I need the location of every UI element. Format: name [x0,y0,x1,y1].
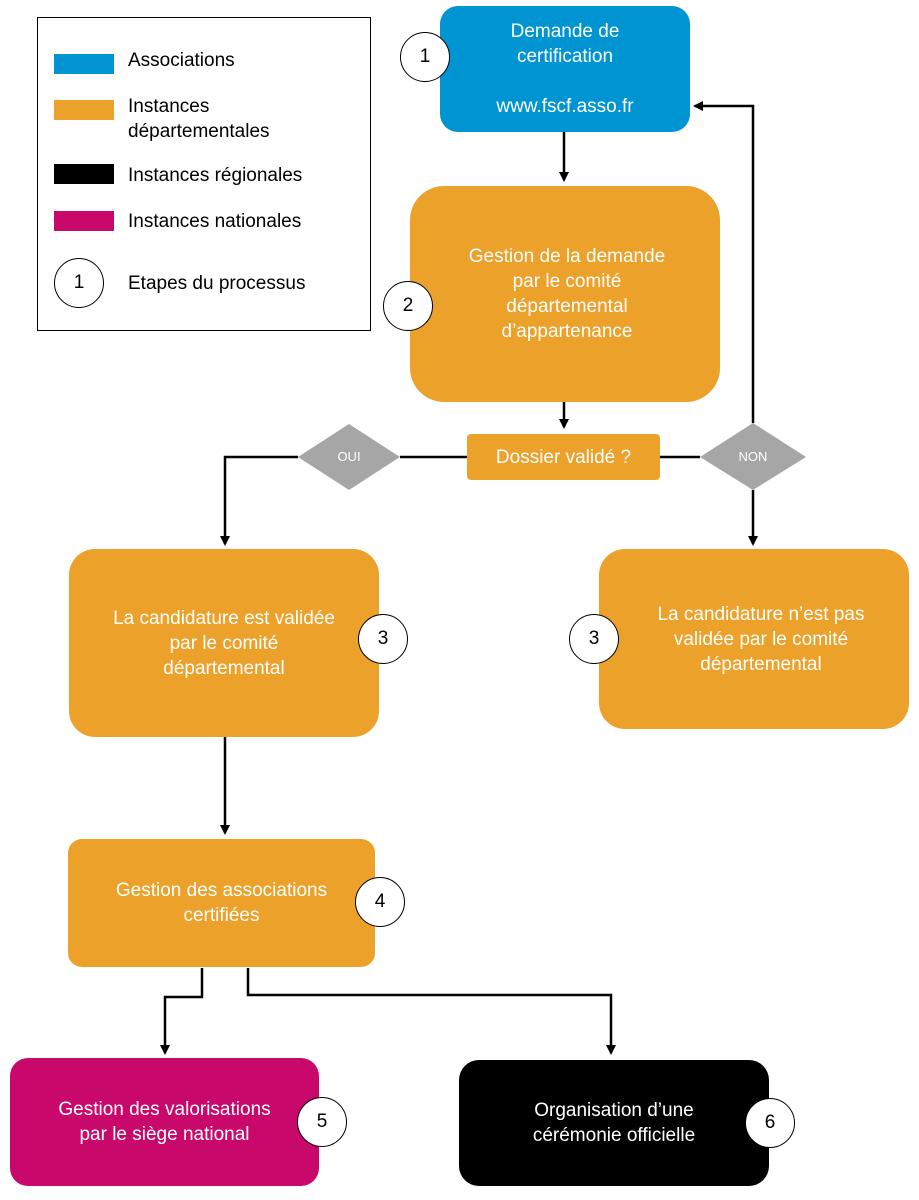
node-demande-text: Demande de certification www.fscf.asso.f… [496,21,634,117]
legend-step-circle: 1 [54,258,104,308]
node-candidature-non-validee-text: La candidature n’est pas validée par le … [657,603,865,675]
node-candidature-validee-text: La candidature est validée par le comité… [113,607,335,679]
node-gestion-associations: Gestion des associations certifiées [68,839,375,967]
legend-swatch-nationales [54,211,114,231]
step-circle-1: 1 [400,32,450,82]
node-dossier-valide: Dossier validé ? [467,434,660,480]
legend-swatch-associations [54,54,114,74]
node-ceremonie-officielle: Organisation d’une cérémonie officielle [459,1060,769,1186]
arrow-non-to-demande [693,101,755,423]
step-circle-6: 6 [745,1098,795,1148]
oui-label: OUI [337,449,361,464]
node-candidature-non-validee: La candidature n’est pas validée par le … [599,549,909,729]
node-gestion-valorisations-text: Gestion des valorisations par le siège n… [58,1099,271,1145]
step-circle-3-non-validee: 3 [569,614,619,664]
oui-diamond [298,424,400,490]
non-diamond [700,423,806,490]
step-circle-4: 4 [355,877,405,927]
legend-label-nationales: Instances nationales [128,211,302,232]
step-circle-2: 2 [383,281,433,331]
legend-label-associations: Associations [128,50,235,71]
node-candidature-validee: La candidature est validée par le comité… [69,549,379,737]
node-gestion-demande: Gestion de la demande par le comité dépa… [410,186,720,402]
legend-label-departementales: Instances départementales [128,96,270,142]
legend-swatch-departementales [54,100,114,120]
node-gestion-demande-text: Gestion de la demande par le comité dépa… [468,246,666,342]
legend-label-regionales: Instances régionales [128,165,303,186]
node-gestion-associations-text: Gestion des associations certifiées [115,880,328,926]
arrow-associations-to-ceremonie [246,968,616,1055]
step-circle-5: 5 [297,1097,347,1147]
node-demande-certification: Demande de certification www.fscf.asso.f… [440,6,690,132]
legend: Associations Instances départementales I… [37,17,371,331]
arrow-oui-to-validee [220,455,298,546]
non-label: NON [738,449,768,464]
step-circle-3-validee: 3 [358,614,408,664]
node-gestion-valorisations: Gestion des valorisations par le siège n… [10,1058,319,1186]
legend-label-steps: Etapes du processus [128,273,306,294]
legend-swatch-regionales [54,164,114,184]
node-dossier-valide-text: Dossier validé ? [495,446,632,468]
arrow-associations-to-valorisations [160,968,204,1055]
node-ceremonie-text: Organisation d’une cérémonie officielle [532,1100,696,1146]
